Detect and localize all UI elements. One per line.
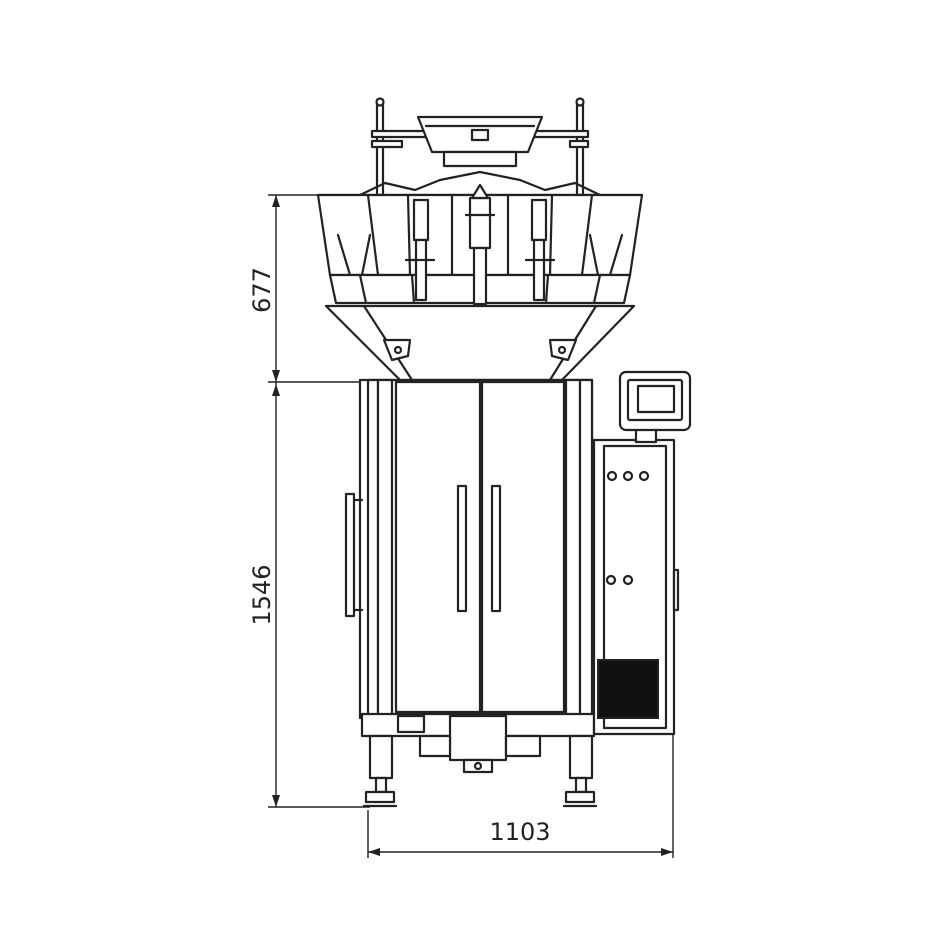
dimension-1546: 1546: [248, 382, 370, 808]
cabinet-door-left[interactable]: [394, 380, 482, 714]
dimension-677: 677: [248, 194, 360, 383]
feed-hopper: [416, 115, 544, 168]
dimension-label-677: 677: [248, 267, 276, 313]
touch-screen[interactable]: [618, 370, 692, 444]
indicator-light-3: [638, 470, 650, 482]
dimension-1103: 1103: [367, 735, 674, 858]
control-cabinet: [592, 438, 680, 736]
control-button-1[interactable]: [605, 574, 617, 586]
control-button-2[interactable]: [622, 574, 634, 586]
hopper-actuators: [404, 183, 556, 306]
dimension-label-1546: 1546: [248, 564, 276, 625]
dimension-label-1103: 1103: [489, 818, 550, 846]
door-handle-left[interactable]: [456, 484, 468, 613]
door-handle-right[interactable]: [490, 484, 502, 613]
leveling-foot-right: [562, 734, 598, 808]
side-handle[interactable]: [344, 492, 364, 618]
cabinet-door-right[interactable]: [480, 380, 566, 714]
leveling-foot-left: [362, 734, 398, 808]
indicator-light-2: [622, 470, 634, 482]
vent-panel: [597, 659, 659, 719]
cabinet-base: [360, 712, 596, 774]
discharge-funnel: [324, 304, 636, 382]
indicator-light-1: [606, 470, 618, 482]
